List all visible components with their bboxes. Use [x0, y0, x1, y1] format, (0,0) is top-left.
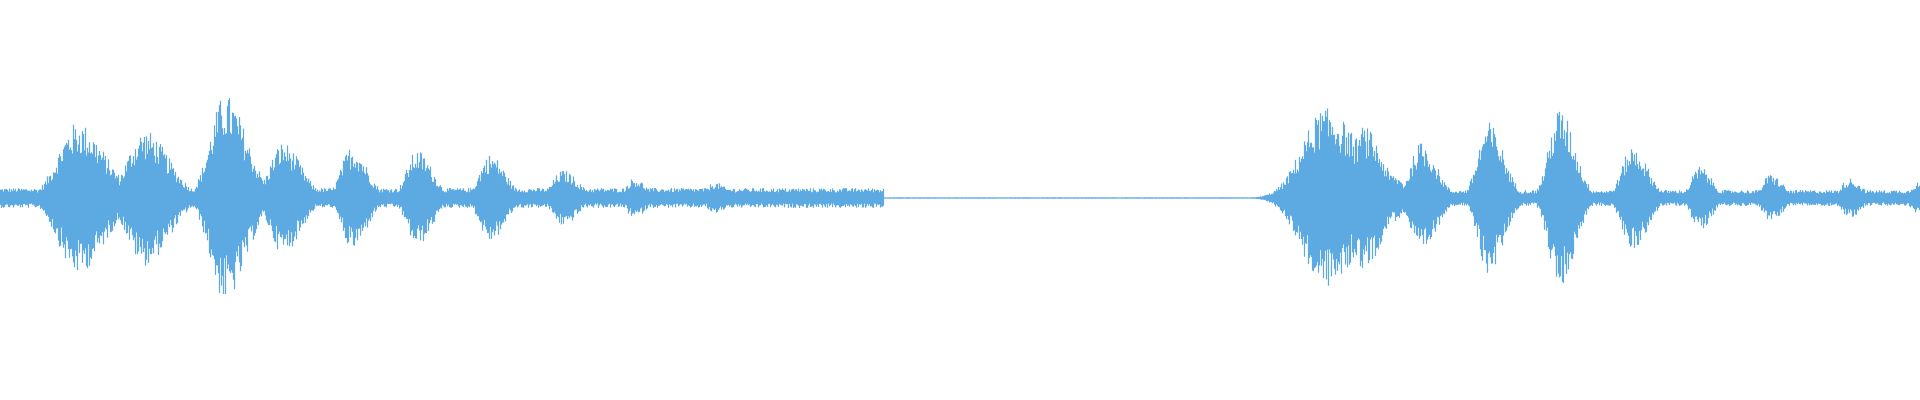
waveform-peaks [0, 98, 1920, 294]
waveform-path [0, 98, 1920, 294]
